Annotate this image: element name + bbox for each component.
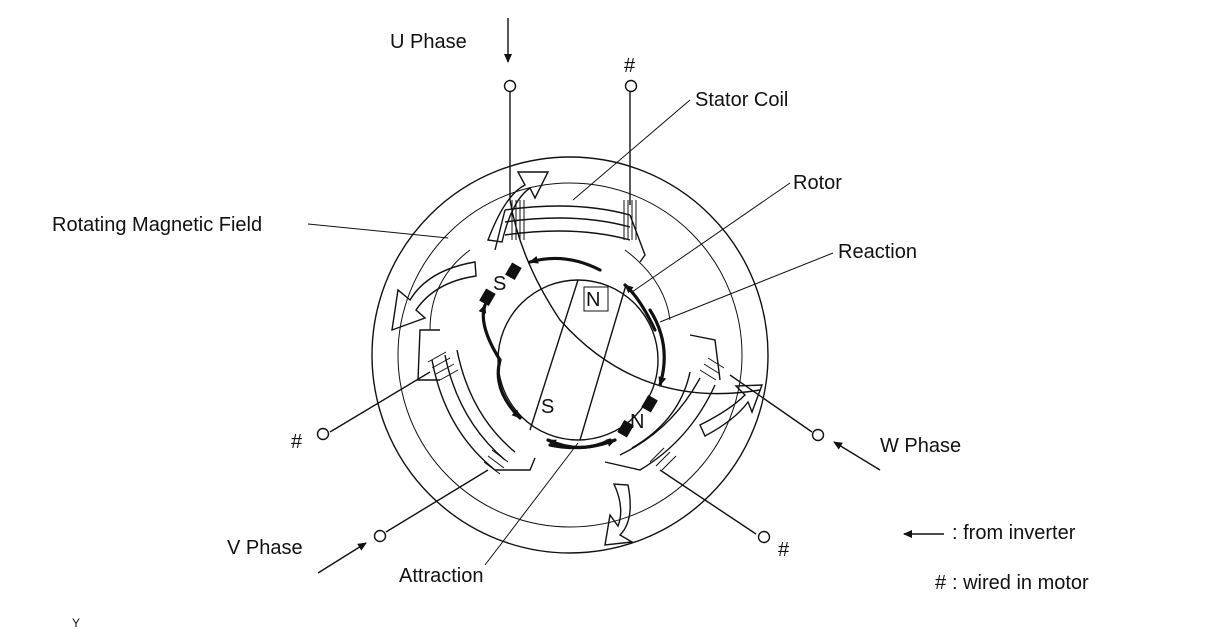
hash-u-label: #	[624, 55, 636, 77]
legend-arrow-text: : from inverter	[952, 522, 1076, 544]
reaction-label: Reaction	[838, 241, 917, 263]
terminal-w-hash	[757, 530, 771, 544]
u-phase-label: U Phase	[390, 31, 467, 53]
pole-s-label: S	[493, 273, 506, 295]
hash-w-label: #	[778, 539, 790, 561]
legend-hash-text: : wired in motor	[952, 572, 1089, 594]
terminal-v	[373, 529, 387, 543]
rotating-field-arrows	[391, 171, 764, 546]
terminals	[316, 79, 825, 544]
terminal-u	[503, 79, 517, 93]
stator-coil-label: Stator Coil	[695, 89, 788, 111]
legend: : from inverter # : wired in motor	[903, 522, 1089, 594]
rotating-field-label: Rotating Magnetic Field	[52, 214, 262, 236]
stator-coil-windings	[427, 200, 725, 475]
rotor-label: Rotor	[793, 172, 842, 194]
rotor-n-label: N	[586, 289, 600, 311]
terminal-w	[811, 428, 825, 442]
pole-markers: S N	[479, 262, 658, 438]
terminal-u-hash	[624, 79, 638, 93]
stator-poles	[417, 205, 721, 471]
w-phase-label: W Phase	[880, 435, 961, 457]
legend-hash-symbol: #	[935, 572, 947, 594]
attraction-label: Attraction	[399, 565, 483, 587]
corner-mark: Y	[72, 616, 80, 630]
pole-n-label: N	[630, 411, 644, 433]
motor-housing	[371, 156, 769, 554]
v-phase-label: V Phase	[227, 537, 303, 559]
rotor: N S	[497, 279, 659, 441]
leader-lines	[307, 99, 834, 566]
inverter-arrows	[317, 18, 881, 574]
rotor-s-label: S	[541, 396, 554, 418]
terminal-v-hash	[316, 427, 330, 441]
force-arrows	[478, 255, 667, 450]
hash-v-label: #	[291, 431, 303, 453]
phase-wires	[329, 92, 813, 535]
